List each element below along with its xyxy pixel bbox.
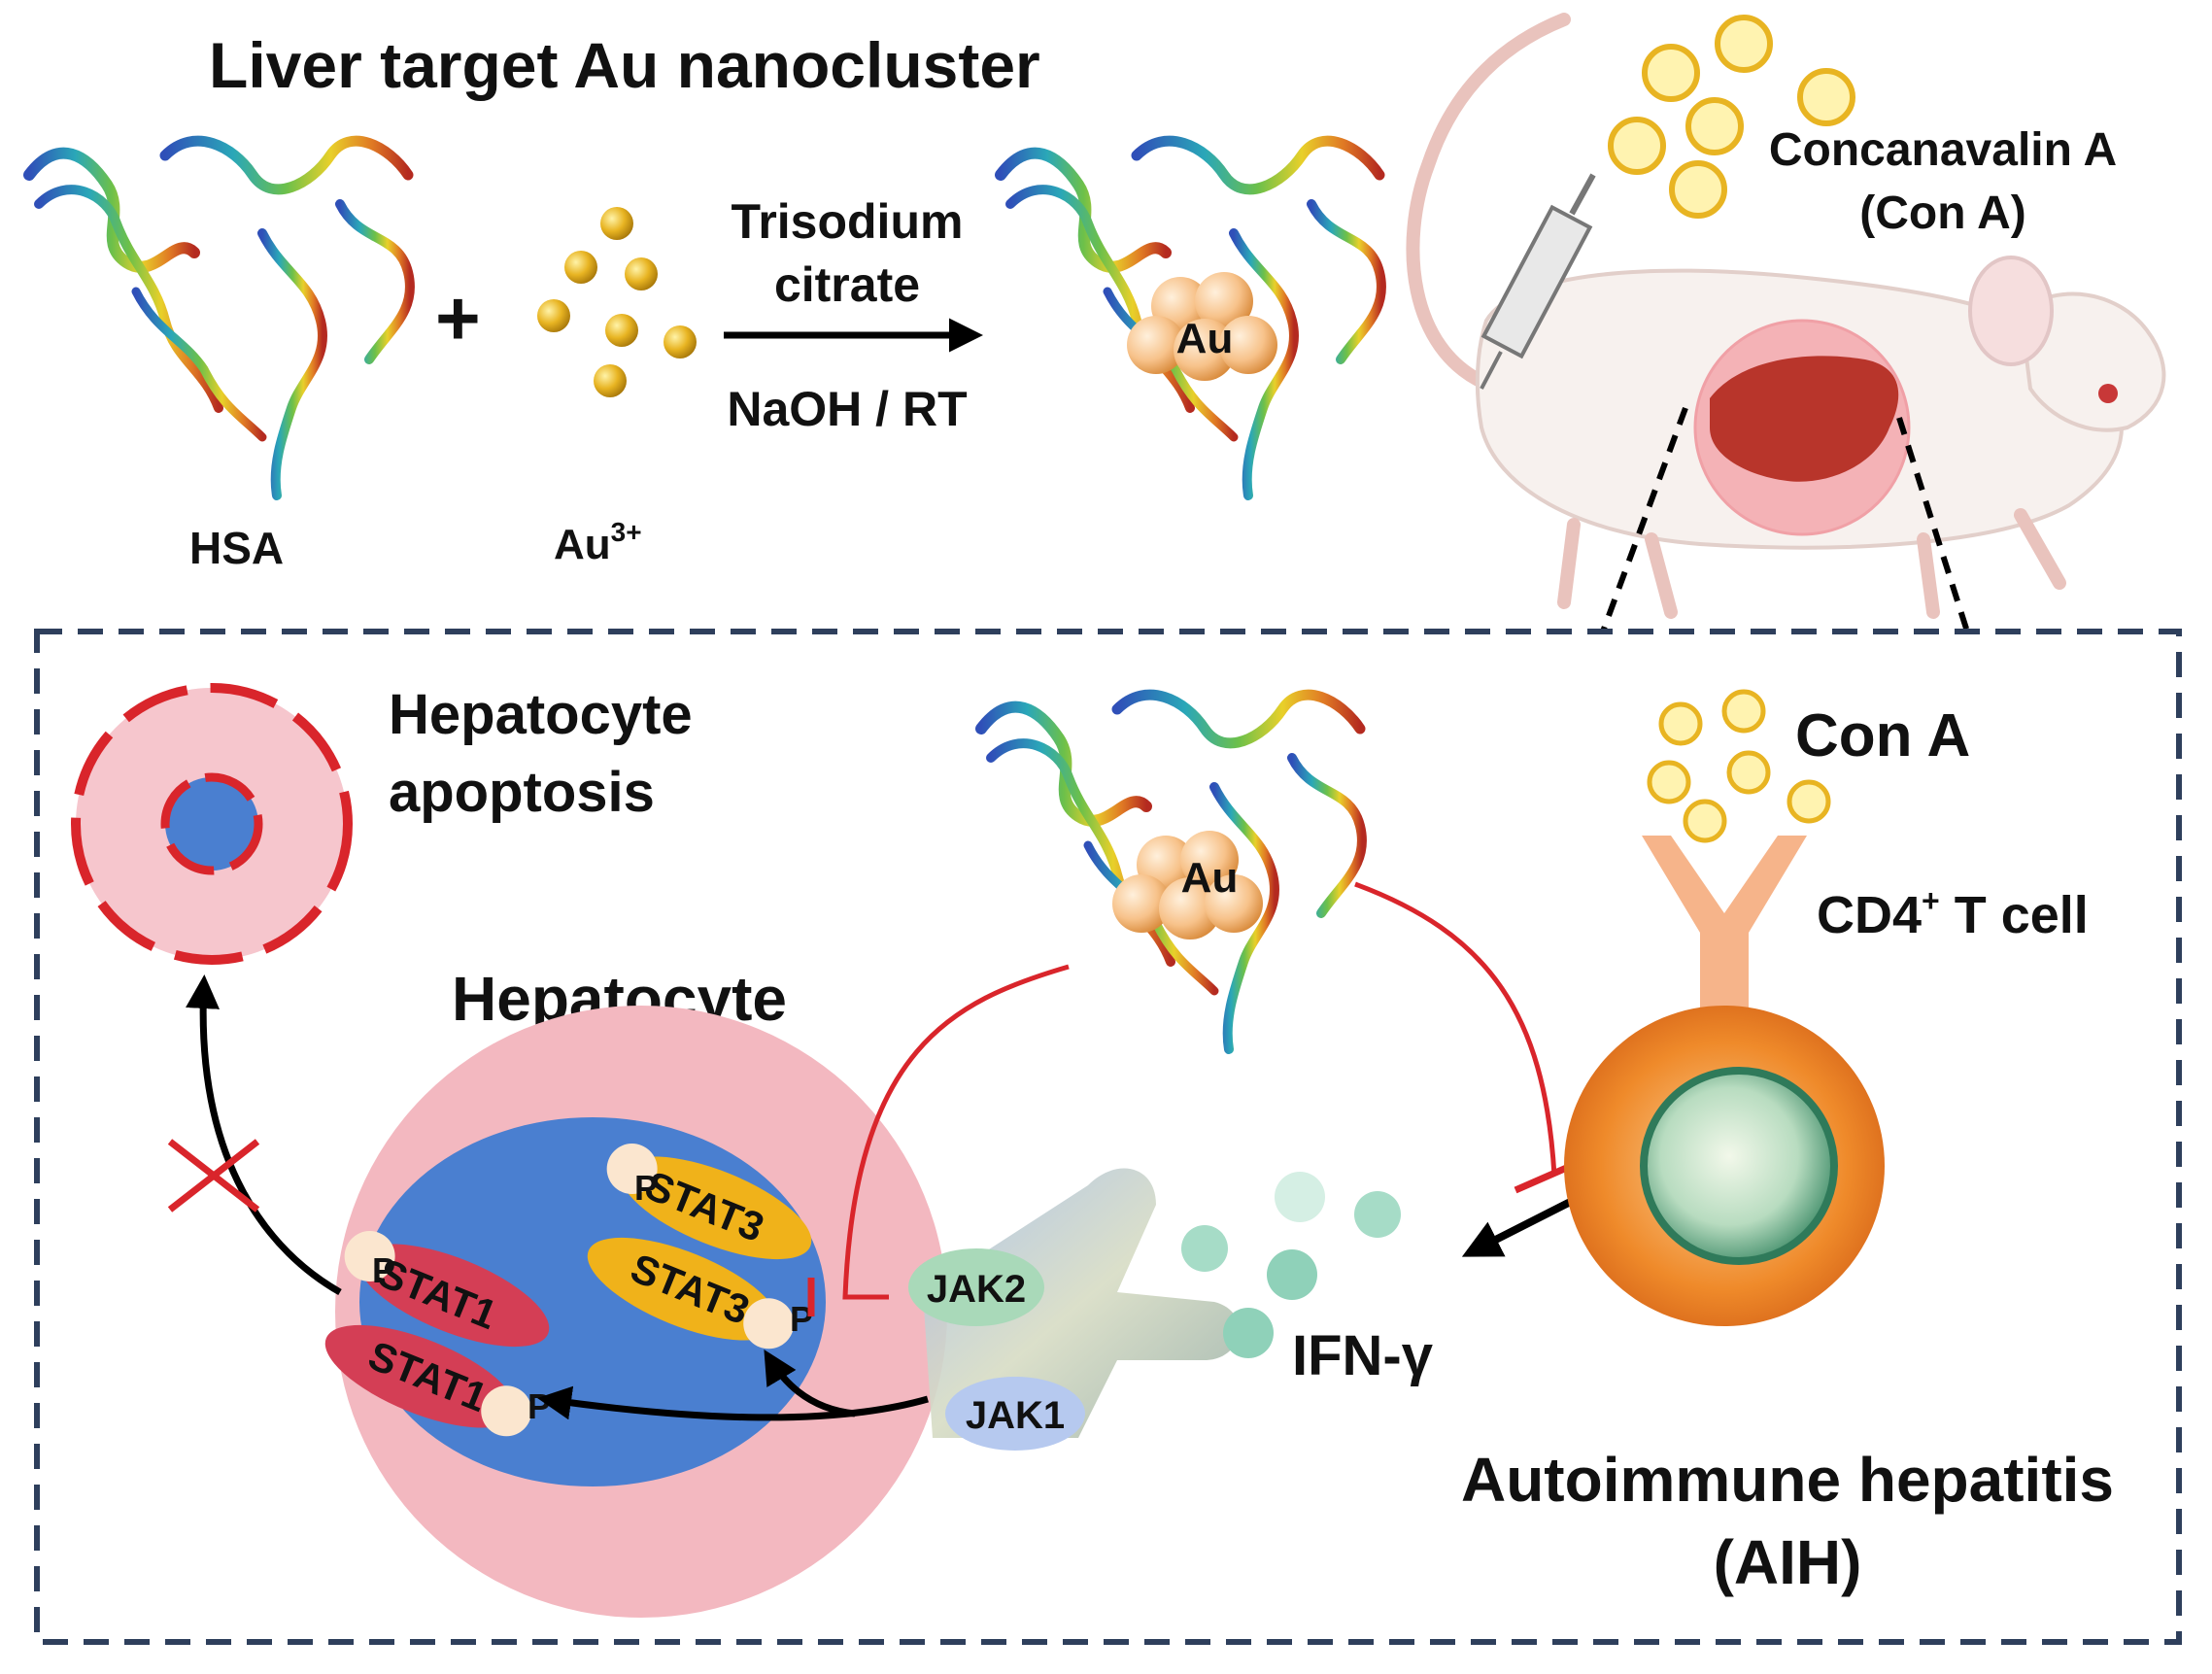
tcell-sup: +: [1922, 883, 1940, 918]
tcell-suffix: T cell: [1940, 886, 2089, 944]
jak-to-stat3-arrow: [764, 1349, 856, 1418]
hsa-label: HSA: [189, 523, 284, 573]
au-nanocluster-product: [1001, 141, 1381, 495]
reaction-condition: NaOH / RT: [727, 382, 967, 436]
disease-line1: Autoimmune hepatitis: [1461, 1445, 2114, 1515]
jak2-label: JAK2: [927, 1268, 1026, 1311]
hsa-protein-structure: [29, 141, 410, 495]
au-ion-symbol: Au: [554, 521, 611, 568]
au-ion-spheres: [537, 207, 697, 397]
au-ion-label: Au3+: [554, 517, 642, 568]
ifn-receptor: [923, 1168, 1240, 1438]
stat1-to-apoptosis-arrow: [186, 974, 342, 1296]
stat1-phospho-lower: P: [527, 1386, 551, 1426]
plus-sign: +: [435, 275, 481, 361]
ifn-gamma-particles: [1181, 1172, 1401, 1358]
stat1-dimer: [324, 1231, 550, 1437]
tcell-name: CD4: [1817, 886, 1922, 944]
inducer-line1: Concanavalin A: [1769, 124, 2117, 176]
mechanism-frame: [34, 629, 2182, 1645]
cona-label: Con A: [1795, 702, 1970, 769]
au-nanocluster-mechanism: [981, 695, 1362, 1049]
jak1-box: [945, 1377, 1085, 1451]
jak2-box: [908, 1248, 1044, 1326]
stat3-dimer: [587, 1144, 812, 1349]
stat3-phospho-upper: P: [634, 1168, 658, 1208]
product-au-label: Au: [1176, 315, 1234, 362]
zoom-line-left: [1600, 406, 1688, 633]
apoptotic-cell: [71, 683, 353, 965]
inducer-line2: (Con A): [1859, 188, 2026, 239]
ifn-gamma-label: IFN-γ: [1292, 1324, 1434, 1387]
mouse-illustration: [1406, 13, 2166, 619]
blocked-cross-icon: [167, 1139, 260, 1213]
nanocluster-au-label: Au: [1181, 854, 1239, 902]
figure-title: Liver target Au nanocluster: [209, 29, 1040, 101]
disease-line2: (AIH): [1714, 1527, 1862, 1597]
apoptosis-line1: Hepatocyte: [389, 683, 693, 746]
reagent-line2: citrate: [774, 257, 920, 312]
jak-to-stat1-arrow: [537, 1385, 929, 1421]
apoptosis-line2: apoptosis: [389, 761, 655, 824]
syringe-icon: [1480, 173, 1596, 390]
cd4-t-cell: [1564, 1006, 1885, 1326]
zoom-line-right: [1896, 417, 1970, 632]
tcell-receptor: [1642, 836, 1807, 1030]
cona-particles-top: [1608, 15, 1855, 219]
stat1-phospho-upper: P: [372, 1250, 395, 1290]
au-ion-charge: 3+: [611, 517, 642, 547]
inhibit-jak2-line: [842, 964, 1070, 1300]
jak1-label: JAK1: [966, 1394, 1065, 1437]
tcell-label: CD4+ T cell: [1817, 883, 2089, 944]
reagent-line1: Trisodium: [732, 194, 964, 249]
inhibit-tcell-line: [1354, 881, 1557, 1177]
cona-particles-mechanism: [1647, 689, 1831, 843]
